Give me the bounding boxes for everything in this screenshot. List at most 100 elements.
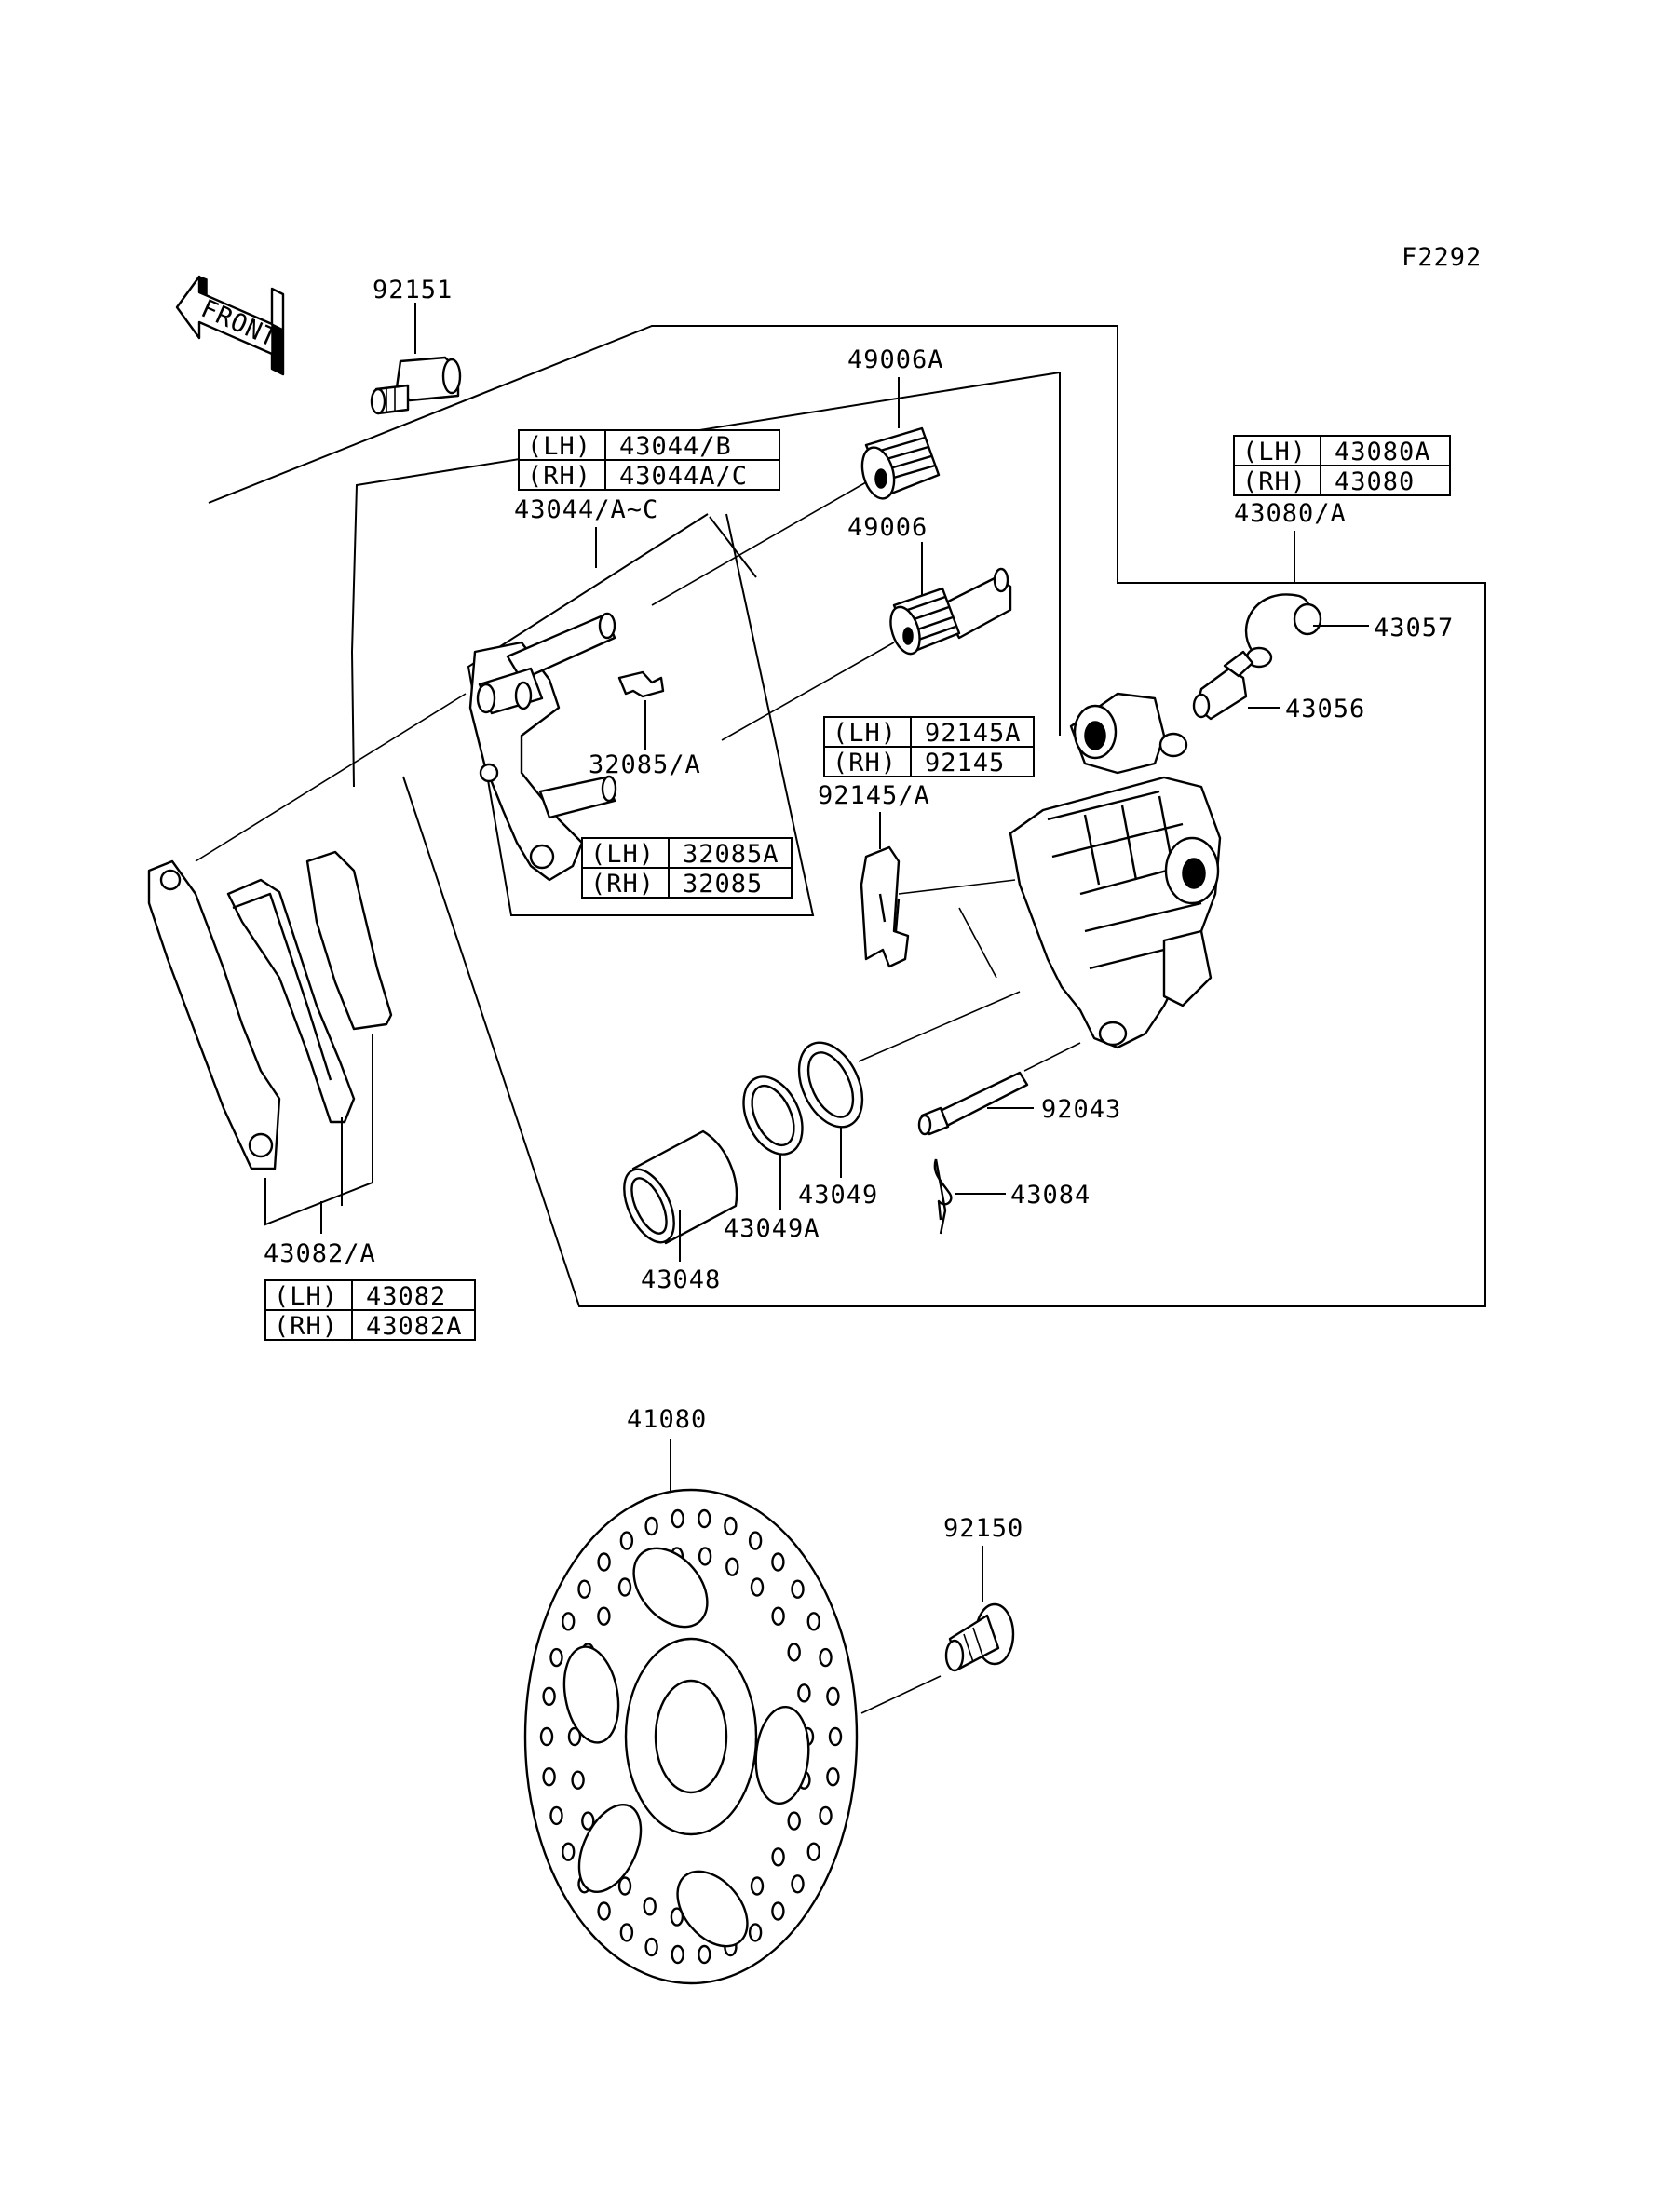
label-43080: 43080/A [1234, 499, 1347, 528]
svg-text:(LH): (LH) [527, 432, 591, 461]
pad-spring-92145 [860, 845, 910, 968]
svg-text:(LH): (LH) [274, 1282, 338, 1311]
disc-hole [791, 1579, 805, 1599]
disc-hole [826, 1686, 840, 1707]
svg-text:43044A/C: 43044A/C [619, 462, 748, 491]
label-43049A: 43049A [724, 1214, 820, 1243]
label-43044: 43044/A~C [514, 495, 658, 524]
bolt-92150 [944, 1602, 1015, 1672]
table-92145: (LH) 92145A (RH) 92145 [823, 716, 1035, 777]
disc-hole [542, 1686, 556, 1707]
svg-text:(RH): (RH) [274, 1312, 338, 1341]
svg-text:(LH): (LH) [590, 840, 655, 869]
disc-hole [826, 1766, 840, 1787]
label-43084: 43084 [1010, 1181, 1091, 1210]
label-92043: 92043 [1041, 1095, 1121, 1124]
caliper-body-43080 [1009, 692, 1222, 1049]
disc-hole [619, 1923, 634, 1942]
brake-disc-41080 [523, 1488, 859, 1985]
disc-hole [724, 1516, 738, 1536]
boot-49006 [889, 567, 1012, 656]
label-43048: 43048 [641, 1265, 721, 1294]
disc-hole [670, 1907, 684, 1927]
boot-49006A [860, 426, 941, 500]
disc-hole [542, 1766, 556, 1787]
disc-hole [617, 1876, 632, 1896]
disc-hole [571, 1770, 585, 1790]
svg-text:(RH): (RH) [590, 870, 655, 899]
table-43082: (LH) 43082 (RH) 43082A [264, 1279, 476, 1341]
label-92150: 92150 [943, 1514, 1023, 1543]
pad-pin-92043 [917, 1071, 1029, 1136]
disc-hole [597, 1552, 611, 1572]
label-49006: 49006 [847, 513, 928, 542]
disc-hole [828, 1726, 843, 1747]
svg-text:32085A: 32085A [683, 840, 779, 869]
clip-32085 [617, 670, 665, 698]
dust-seal-43049A [742, 1075, 804, 1156]
svg-text:92145A: 92145A [925, 719, 1022, 748]
label-43056: 43056 [1285, 695, 1365, 723]
disc-hole [597, 1901, 611, 1921]
disc-hole [644, 1516, 658, 1536]
svg-text:43080A: 43080A [1335, 438, 1431, 466]
disc-hole [819, 1647, 833, 1668]
diagram-code: F2292 [1402, 243, 1482, 272]
disc-hole [771, 1901, 785, 1921]
svg-text:43082A: 43082A [366, 1312, 463, 1341]
label-43057: 43057 [1374, 614, 1454, 642]
label-32085: 32085/A [589, 750, 701, 779]
svg-text:(LH): (LH) [833, 719, 897, 748]
brake-pad-43082-right [305, 850, 393, 1031]
bleeder-cap-43057 [1244, 593, 1322, 669]
disc-hole [787, 1811, 801, 1831]
label-43049: 43049 [798, 1181, 878, 1210]
front-label: FRONT [196, 294, 281, 353]
disc-hole [819, 1805, 833, 1826]
label-49006A: 49006A [847, 345, 944, 374]
label-43082: 43082/A [264, 1239, 376, 1268]
disc-hole [567, 1726, 582, 1747]
disc-hole [549, 1647, 563, 1668]
label-41080: 41080 [627, 1405, 707, 1434]
disc-hole [549, 1805, 563, 1826]
disc-hole [787, 1643, 801, 1662]
caliper-assembly-frame [208, 325, 1486, 1307]
disc-hole [748, 1923, 763, 1942]
disc-hole [619, 1531, 634, 1550]
svg-text:92145: 92145 [925, 749, 1005, 777]
disc-hole [539, 1726, 554, 1747]
disc-hole [577, 1579, 591, 1599]
svg-text:(RH): (RH) [833, 749, 897, 777]
bleeder-valve-43056 [1192, 650, 1254, 721]
disc-hole [581, 1811, 595, 1831]
caliper-bracket-group-line [350, 372, 1061, 788]
piston-seal-43049 [797, 1041, 864, 1129]
brake-pad-43082-middle [226, 878, 356, 1124]
table-43044: (LH) 43044/B (RH) 43044A/C [518, 429, 780, 491]
disc-hole [806, 1612, 820, 1631]
piston-43048 [623, 1129, 738, 1245]
svg-text:32085: 32085 [683, 870, 763, 899]
disc-hole [806, 1842, 820, 1861]
disc-hole [750, 1577, 765, 1597]
svg-text:(RH): (RH) [527, 462, 591, 491]
svg-text:43082: 43082 [366, 1282, 446, 1311]
disc-hole [671, 1508, 684, 1529]
disc-hole [698, 1508, 711, 1529]
disc-hole [725, 1557, 739, 1576]
disc-hole [750, 1876, 765, 1896]
label-92145: 92145/A [818, 781, 930, 810]
table-32085: (LH) 32085A (RH) 32085 [581, 837, 793, 899]
disc-hole [797, 1683, 811, 1703]
disc-hole [597, 1606, 611, 1626]
disc-hole [748, 1531, 763, 1550]
bolt-92151 [370, 356, 462, 415]
disc-hole [791, 1874, 805, 1894]
disc-hole [771, 1606, 785, 1626]
table-43080: (LH) 43080A (RH) 43080 [1233, 435, 1451, 496]
brake-pad-43082-left [147, 859, 281, 1170]
r-clip-43084 [933, 1158, 953, 1235]
disc-hole [644, 1937, 658, 1957]
